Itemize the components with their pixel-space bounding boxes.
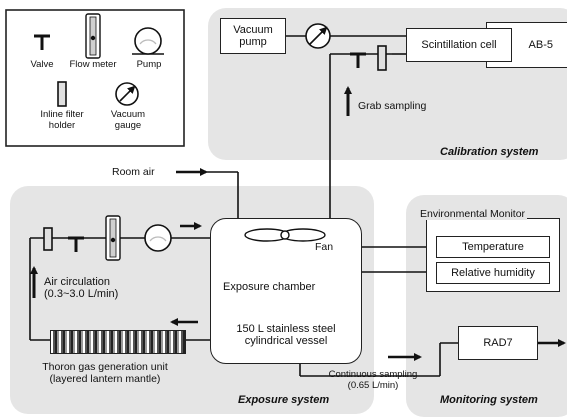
legend-pump-icon [132,27,164,55]
circulation-filter-icon [43,227,53,251]
air-circulation-line2: (0.3~3.0 L/min) [44,288,119,300]
room-air-label: Room air [112,166,155,178]
fan-label: Fan [315,241,334,253]
air-circulation-label: Air circulation (0.3~3.0 L/min) [44,276,118,300]
legend-filter-holder-icon [57,81,67,107]
legend-vacuum-gauge-icon [115,82,139,106]
legend-filter-holder-label: Inline filter holder [30,109,94,131]
thoron-generator-line2: (layered lantern mantle) [49,372,161,385]
vessel-label: 150 L stainless steel cylindrical vessel [223,323,349,347]
grab-sampling-label: Grab sampling [358,100,427,112]
vessel-line2: cylindrical vessel [244,335,328,347]
vacuum-pump-line1: Vacuum [233,24,273,36]
temperature-box: Temperature [436,236,550,258]
air-circulation-line1: Air circulation [44,276,111,288]
scintillation-cell-box-front: Scintillation cell [406,28,512,62]
continuous-sampling-line1: Continuous sampling [328,369,418,380]
environmental-monitor-label: Environmental Monitor [418,208,528,220]
circulation-pump-icon [144,224,172,252]
legend-gauge-line1: Vacuum [110,109,146,120]
legend-gauge-line2: gauge [114,119,142,131]
vessel-line1: 150 L stainless steel [236,323,336,335]
legend-filter-line2: holder [48,119,76,131]
vacuum-pump-line2: pump [239,36,267,48]
legend-filter-line1: Inline filter [40,109,84,120]
fan-icon [244,228,326,242]
monitoring-system-label: Monitoring system [440,394,538,406]
legend-valve-icon [34,34,50,50]
grab-sampling-valve-icon [350,52,366,68]
calibration-system-label: Calibration system [440,146,539,158]
circulation-flow-meter-icon [105,215,121,261]
grab-sampling-filter-icon [377,45,387,71]
vacuum-gauge-icon [305,23,331,49]
legend-valve-label: Valve [30,59,54,70]
rad7-box: RAD7 [458,326,538,360]
humidity-box: Relative humidity [436,262,550,284]
legend-gauge-label: Vacuum gauge [106,109,150,131]
legend-pump-label: Pump [136,59,162,70]
exposure-system-label: Exposure system [238,394,330,406]
continuous-sampling-label: Continuous sampling (0.65 L/min) [318,369,428,391]
legend-flow-meter-icon [85,13,101,59]
circulation-valve-icon [68,236,84,252]
thoron-generator-unit [50,330,186,354]
thoron-generator-line1: Thoron gas generation unit [42,361,168,373]
exposure-chamber-label: Exposure chamber [223,281,316,293]
vacuum-pump-box: Vacuum pump [220,18,286,54]
exposure-chamber-box: Fan Exposure chamber 150 L stainless ste… [210,218,362,364]
thoron-generator-label: Thoron gas generation unit (layered lant… [30,361,180,385]
legend-flow-meter-label: Flow meter [69,59,117,70]
continuous-sampling-line2: (0.65 L/min) [347,379,399,391]
